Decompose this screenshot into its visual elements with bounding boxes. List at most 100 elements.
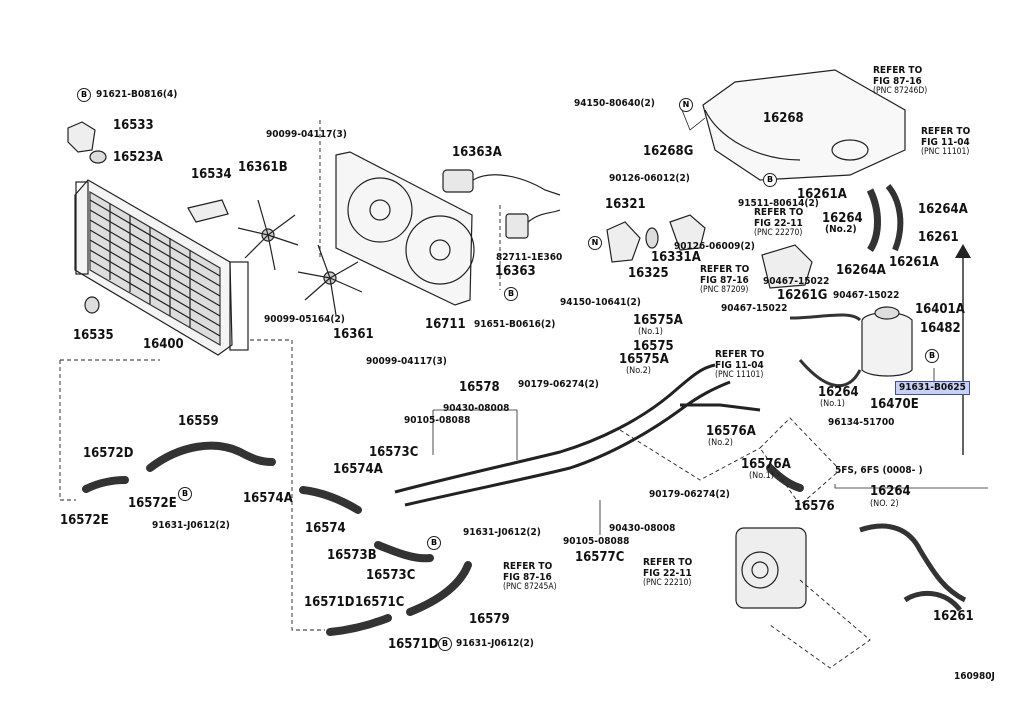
part-label: 90430-08008 (609, 523, 676, 534)
part-label: 16361B (238, 160, 288, 175)
part-label: 90099-04117(3) (266, 129, 347, 140)
badge-b: B (504, 287, 518, 301)
part-label: 16576 (794, 499, 835, 514)
part-label: 16559 (178, 414, 219, 429)
part-label: 16577C (575, 550, 625, 565)
badge-n: N (588, 236, 602, 250)
part-label: 16325 (628, 266, 669, 281)
part-label: 91651-B0616(2) (474, 319, 556, 330)
diagram-id: 160980J (954, 671, 995, 682)
badge-b: B (925, 349, 939, 363)
refer-note: REFER TO FIG 11-04 (PNC 11101) (921, 126, 971, 157)
part-label: 90105-08088 (563, 536, 630, 547)
part-label: 16579 (469, 612, 510, 627)
badge-b: B (438, 637, 452, 651)
part-label: 16470E (870, 397, 919, 412)
fan-shroud-illustration (335, 151, 475, 306)
pipe-assembly-illustration (394, 363, 761, 507)
part-label: 16268 (763, 111, 804, 126)
solid-leaders (432, 104, 988, 535)
reservoir-tank-illustration (861, 306, 913, 377)
part-label: 90179-06274(2) (649, 489, 730, 500)
badge-b: B (178, 487, 192, 501)
part-label: 90467-15022 (763, 276, 830, 287)
part-label: 5FS, 6FS (0008- ) (835, 465, 923, 476)
engine-cover-illustration (702, 69, 906, 181)
refer-note: REFER TO FIG 22-11 (PNC 22270) (754, 207, 804, 238)
refer-note: REFER TO FIG 87-16 (PNC 87246D) (873, 65, 928, 96)
part-label: 16361 (333, 327, 374, 342)
part-label: 16571C (355, 595, 405, 610)
badge-n: N (679, 98, 693, 112)
radiator-support-illustration (67, 121, 229, 314)
part-label: 16574A (243, 491, 293, 506)
part-label: 91631-J0612(2) (456, 638, 534, 649)
part-label: 16573C (369, 445, 419, 460)
part-label: (No.2) (825, 224, 857, 235)
part-label: 16535 (73, 328, 114, 343)
part-label: 91511-80614(2) (738, 198, 819, 209)
part-label: 16573C (366, 568, 416, 583)
part-label: 90099-04117(3) (366, 356, 447, 367)
part-label: 82711-1E360 (496, 252, 563, 263)
part-label: (No.1) (820, 399, 845, 409)
part-label: 90126-06012(2) (609, 173, 690, 184)
part-label: 16533 (113, 118, 154, 133)
part-label: 16482 (920, 321, 961, 336)
part-label: 16572E (60, 513, 109, 528)
part-label-highlighted[interactable]: 91631-B0625 (895, 381, 970, 395)
part-label: 16578 (459, 380, 500, 395)
part-label: 16401A (915, 302, 965, 317)
part-label: 16576A (706, 424, 756, 439)
part-label: 16534 (191, 167, 232, 182)
part-label: 16321 (605, 197, 646, 212)
part-label: (No.1) (749, 471, 774, 481)
part-label: 94150-80640(2) (574, 98, 655, 109)
part-label: 16264 (822, 211, 863, 226)
part-label: 96134-51700 (828, 417, 895, 428)
fan-illustration (237, 199, 363, 316)
part-label: 16574 (305, 521, 346, 536)
refer-note: REFER TO FIG 87-16 (PNC 87245A) (503, 561, 557, 592)
part-label: 90099-05164(2) (264, 314, 345, 325)
part-label: 90467-15022 (721, 303, 788, 314)
hose-illustration (789, 184, 904, 388)
part-label: 16331A (651, 250, 701, 265)
part-label: 90126-06009(2) (674, 241, 755, 252)
part-label: 16575A (633, 313, 683, 328)
part-label: (NO. 2) (870, 499, 899, 509)
part-label: 16574A (333, 462, 383, 477)
part-label: 16264 (818, 385, 859, 400)
hose-no2-illustration (859, 523, 967, 612)
part-label: 16261 (918, 230, 959, 245)
part-label: 16363 (495, 264, 536, 279)
part-label: 94150-10641(2) (560, 297, 641, 308)
leader-lines (59, 120, 871, 669)
part-label: 16264 (870, 484, 911, 499)
part-label: 16264A (918, 202, 968, 217)
refer-note: REFER TO FIG 11-04 (PNC 11101) (715, 349, 765, 380)
part-label: 90179-06274(2) (518, 379, 599, 390)
part-label: 16572E (128, 496, 177, 511)
part-label: 16261A (797, 187, 847, 202)
part-label: 16575 (633, 339, 674, 354)
part-label: 16264A (836, 263, 886, 278)
part-label: (No.1) (638, 327, 663, 337)
part-label: 16576A (741, 457, 791, 472)
badge-b: B (427, 536, 441, 550)
part-label: 16575A (619, 352, 669, 367)
refer-note: REFER TO FIG 22-11 (PNC 22210) (643, 557, 693, 588)
refer-note: REFER TO FIG 87-16 (PNC 87209) (700, 264, 750, 295)
badge-b: B (77, 88, 91, 102)
part-label: 16572D (83, 446, 134, 461)
badge-b: B (763, 173, 777, 187)
part-label: 91631-J0612(2) (463, 527, 541, 538)
part-label: 91631-J0612(2) (152, 520, 230, 531)
part-label: 16400 (143, 337, 184, 352)
part-label: (No.2) (626, 366, 651, 376)
part-label: 16711 (425, 317, 466, 332)
part-label: 16573B (327, 548, 377, 563)
water-inlet-illustration (606, 214, 706, 263)
